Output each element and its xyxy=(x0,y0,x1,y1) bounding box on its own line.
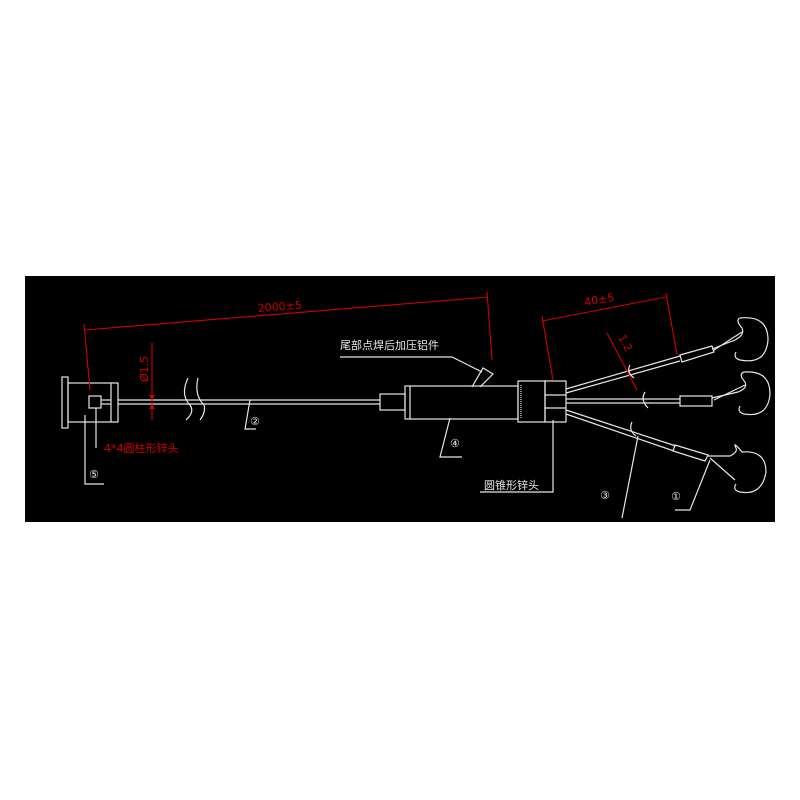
tail-weld-label: 尾部点焊后加压铝件 xyxy=(340,338,439,352)
diameter-dimension: Ø1.5 xyxy=(138,343,155,420)
conical-head-leader xyxy=(480,420,554,493)
total-length-dimension: 2000±5 xyxy=(83,291,493,391)
callout-5: ⑤ xyxy=(89,468,99,481)
conical-head-label: 圆锥形锌头 xyxy=(484,478,539,492)
callout-4: ④ xyxy=(450,437,460,450)
branch-wires xyxy=(565,345,715,462)
tail-weld-leader xyxy=(340,356,483,373)
callout-2: ② xyxy=(250,415,260,428)
hook-clip-2 xyxy=(711,371,771,416)
cylindrical-zinc-head-part xyxy=(61,376,119,429)
callout-1-leader xyxy=(675,459,711,511)
callout-2-leader xyxy=(244,399,256,430)
cylindrical-head-label: 4*4圆柱形锌头 xyxy=(104,441,179,455)
hook-clip-3 xyxy=(708,444,767,494)
callout-4-leader xyxy=(439,417,462,458)
callout-3: ③ xyxy=(600,489,610,502)
callout-3-leader xyxy=(621,435,639,519)
total-length-label: 2000±5 xyxy=(257,299,302,315)
branch-length-label: 40±5 xyxy=(583,291,615,309)
diameter-label: Ø1.5 xyxy=(138,356,151,382)
connector-body xyxy=(379,367,567,423)
callout-5-leader xyxy=(84,415,104,485)
hook-clip-1 xyxy=(711,317,769,362)
callout-1: ① xyxy=(671,490,681,503)
